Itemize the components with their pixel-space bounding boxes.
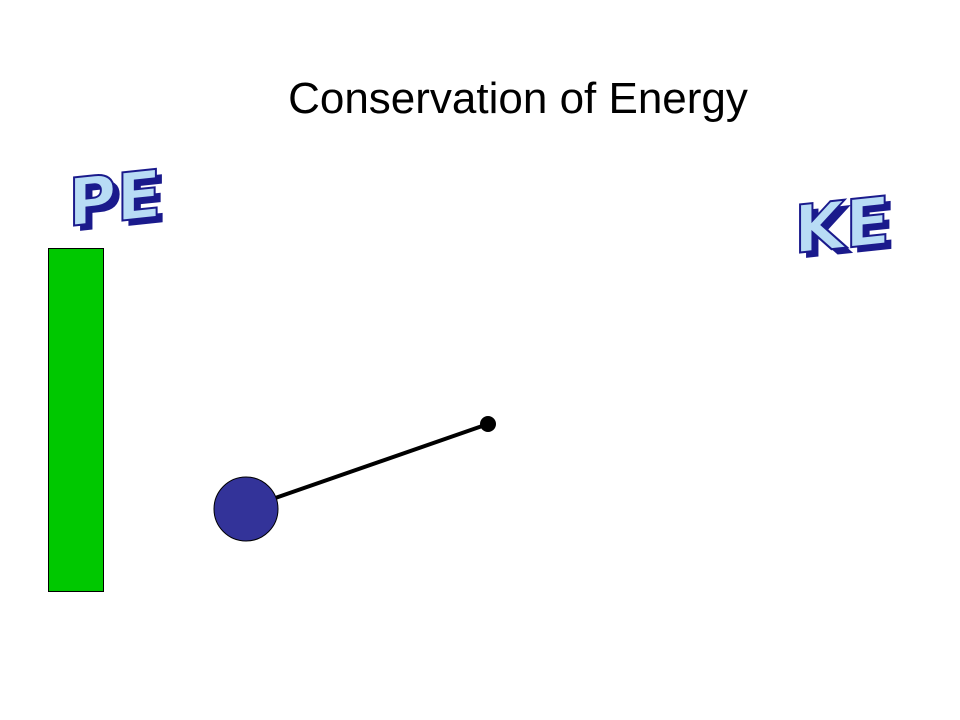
pendulum-bob [213,476,279,542]
pe-label-shadow: PE [74,161,167,245]
pe-label-text: PE [68,156,161,243]
pendulum-rod [257,422,489,506]
pe-label: PE PE [60,145,190,245]
pendulum-pivot [480,416,496,432]
slide-title: Conservation of Energy [288,74,748,123]
ke-label: KE KE [786,172,916,272]
potential-energy-bar [48,248,104,592]
ke-label-text: KE [794,182,890,269]
ke-label-shadow: KE [800,188,896,272]
